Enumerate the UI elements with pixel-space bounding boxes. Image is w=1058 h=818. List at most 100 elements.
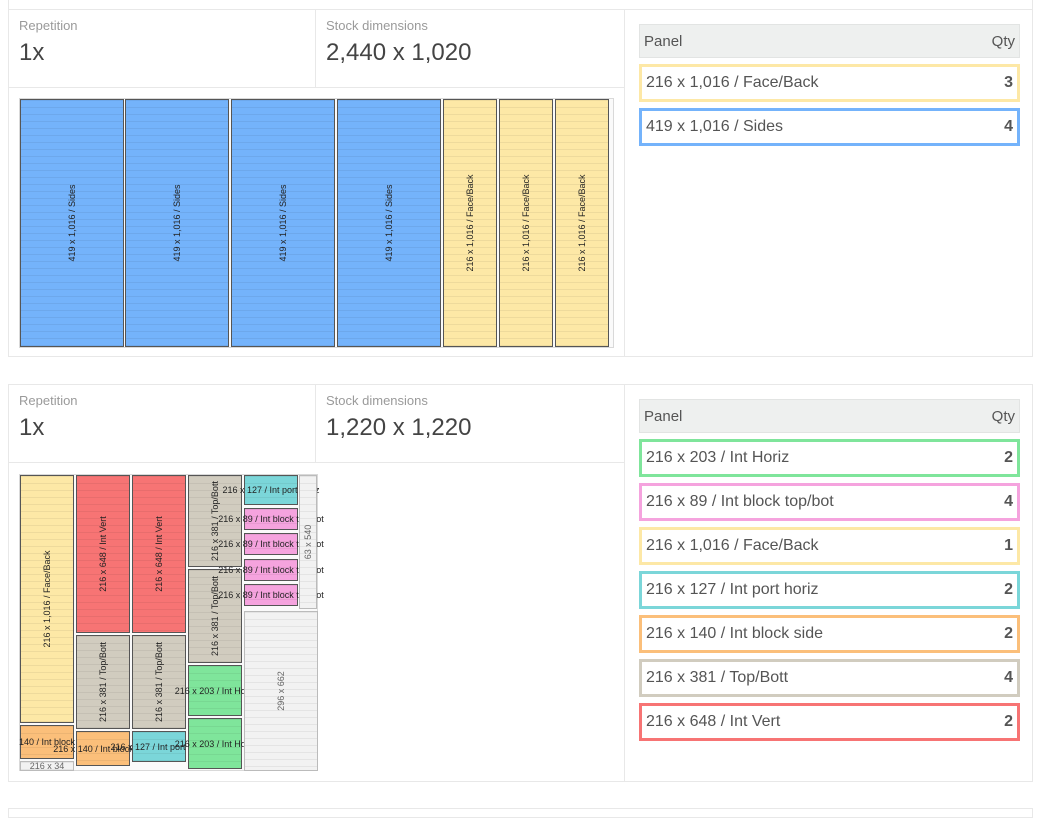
diagram-piece-int-port-horiz[interactable]: 216 x 127 / Int port horiz xyxy=(222,475,320,505)
panel-row[interactable]: 216 x 648 / Int Vert 2 xyxy=(639,703,1020,741)
panel-row-qty: 4 xyxy=(1004,118,1013,135)
diagram-waste-piece: 216 x 34 xyxy=(20,761,74,771)
panel-row-qty: 4 xyxy=(1004,669,1013,686)
piece-label: 216 x 1,016 / Face/Back xyxy=(465,174,475,272)
diagram-piece-int-horiz[interactable]: 216 x 203 / Int Horiz xyxy=(175,718,255,769)
diagram-piece-face-back[interactable]: 216 x 1,016 / Face/Back xyxy=(499,99,553,347)
diagram-piece-int-vert[interactable]: 216 x 648 / Int Vert xyxy=(76,475,130,633)
diagram-piece-face-back[interactable]: 216 x 1,016 / Face/Back xyxy=(555,99,609,347)
repetition-value: 1x xyxy=(19,39,45,66)
repetition-label: Repetition xyxy=(19,393,78,408)
panel-table: Panel Qty 216 x 1,016 / Face/Back 3 419 … xyxy=(639,24,1020,146)
piece-label: 216 x 34 xyxy=(29,761,65,771)
panel-row[interactable]: 216 x 1,016 / Face/Back 1 xyxy=(639,527,1020,565)
panel-row-qty: 2 xyxy=(1004,713,1013,730)
panel-row-label: 216 x 1,016 / Face/Back xyxy=(646,537,819,554)
panel-row[interactable]: 216 x 127 / Int port horiz 2 xyxy=(639,571,1020,609)
piece-label: 216 x 381 / Top/Bott xyxy=(154,642,164,722)
stock-dimensions-value: 1,220 x 1,220 xyxy=(326,414,472,441)
stock-dimensions-label: Stock dimensions xyxy=(326,18,428,33)
panel-row[interactable]: 216 x 203 / Int Horiz 2 xyxy=(639,439,1020,477)
next-card-edge xyxy=(8,808,1033,818)
piece-label: 419 x 1,016 / Sides xyxy=(67,184,77,262)
diagram-piece-sides[interactable]: 419 x 1,016 / Sides xyxy=(125,99,229,347)
piece-label: 216 x 89 / Int block top/bot xyxy=(218,539,324,549)
panel-row-qty: 4 xyxy=(1004,493,1013,510)
piece-label: 419 x 1,016 / Sides xyxy=(278,184,288,262)
panel-row-label: 216 x 89 / Int block top/bot xyxy=(646,493,834,510)
diagram-piece-int-vert[interactable]: 216 x 648 / Int Vert xyxy=(132,475,186,633)
panel-row-qty: 3 xyxy=(1004,74,1013,91)
piece-label: 216 x 89 / Int block top/bot xyxy=(218,565,324,575)
repetition-box: Repetition 1x xyxy=(9,385,316,463)
piece-label: 216 x 203 / Int Horiz xyxy=(174,738,256,749)
diagram-piece-top-bott[interactable]: 216 x 381 / Top/Bott xyxy=(76,635,130,729)
piece-label: 216 x 1,016 / Face/Back xyxy=(42,550,52,648)
piece-label: 216 x 89 / Int block top/bot xyxy=(218,514,324,524)
diagram-piece-int-block-top-bot[interactable]: 216 x 89 / Int block top/bot xyxy=(218,584,324,606)
piece-label: 296 x 662 xyxy=(276,671,286,711)
panel-table-header: Panel Qty xyxy=(639,399,1020,433)
piece-label: 216 x 140 / Int block side xyxy=(53,743,153,754)
diagram-waste-piece: 63 x 540 xyxy=(299,475,317,609)
diagram-piece-int-block-top-bot[interactable]: 216 x 89 / Int block top/bot xyxy=(218,533,324,555)
panel-summary: Panel Qty 216 x 203 / Int Horiz 2 216 x … xyxy=(624,385,1033,781)
diagram-piece-sides[interactable]: 419 x 1,016 / Sides xyxy=(337,99,441,347)
piece-label: 216 x 127 / Int port horiz xyxy=(222,485,320,495)
diagram-piece-int-block-top-bot[interactable]: 216 x 89 / Int block top/bot xyxy=(218,559,324,581)
diagram-piece-face-back[interactable]: 216 x 1,016 / Face/Back xyxy=(20,475,74,723)
diagram-piece-int-block-top-bot[interactable]: 216 x 89 / Int block top/bot xyxy=(218,508,324,530)
piece-label: 216 x 1,016 / Face/Back xyxy=(577,174,587,272)
repetition-box: Repetition 1x xyxy=(9,10,316,88)
qty-column-header: Qty xyxy=(991,32,1015,50)
diagram-piece-int-block-side[interactable]: 140 / Int block xyxy=(18,725,76,759)
diagram-piece-sides[interactable]: 419 x 1,016 / Sides xyxy=(231,99,335,347)
cutting-diagram: 419 x 1,016 / Sides 419 x 1,016 / Sides … xyxy=(19,98,614,348)
panel-column-header: Panel xyxy=(644,407,683,425)
piece-label: 216 x 1,016 / Face/Back xyxy=(521,174,531,272)
piece-label: 63 x 540 xyxy=(303,524,313,560)
piece-label: 216 x 203 / Int Horiz xyxy=(174,685,256,696)
panel-row-label: 216 x 381 / Top/Bott xyxy=(646,669,789,686)
diagram-piece-int-port-horiz[interactable]: 216 x 127 / Int port horiz xyxy=(110,731,208,762)
diagram-piece-top-bott[interactable]: 216 x 381 / Top/Bott xyxy=(188,569,242,663)
diagram-piece-int-horiz[interactable]: 216 x 203 / Int Horiz xyxy=(175,665,255,716)
repetition-label: Repetition xyxy=(19,18,78,33)
piece-label: 419 x 1,016 / Sides xyxy=(172,184,182,262)
piece-label: 216 x 648 / Int Vert xyxy=(98,516,108,592)
stock-sheet: 419 x 1,016 / Sides 419 x 1,016 / Sides … xyxy=(19,98,614,348)
panel-column-header: Panel xyxy=(644,32,683,50)
panel-row-label: 216 x 203 / Int Horiz xyxy=(646,449,790,466)
piece-label: 419 x 1,016 / Sides xyxy=(384,184,394,262)
panel-row[interactable]: 216 x 1,016 / Face/Back 3 xyxy=(639,64,1020,102)
panel-row-label: 419 x 1,016 / Sides xyxy=(646,118,783,135)
qty-column-header: Qty xyxy=(991,407,1015,425)
cutting-sheet-card-2: Repetition 1x Stock dimensions 1,220 x 1… xyxy=(8,384,1033,782)
panel-row-qty: 2 xyxy=(1004,581,1013,598)
panel-row[interactable]: 216 x 381 / Top/Bott 4 xyxy=(639,659,1020,697)
diagram-piece-int-block-side[interactable]: 216 x 140 / Int block side xyxy=(53,731,153,766)
panel-row-qty: 2 xyxy=(1004,449,1013,466)
piece-label: 216 x 89 / Int block top/bot xyxy=(218,590,324,600)
diagram-piece-top-bott[interactable]: 216 x 381 / Top/Bott xyxy=(188,475,242,567)
panel-row[interactable]: 216 x 140 / Int block side 2 xyxy=(639,615,1020,653)
piece-label: 216 x 381 / Top/Bott xyxy=(98,642,108,722)
panel-row-qty: 2 xyxy=(1004,625,1013,642)
panel-row-label: 216 x 648 / Int Vert xyxy=(646,713,781,730)
diagram-waste-piece: 296 x 662 xyxy=(244,611,318,771)
piece-label: 140 / Int block xyxy=(18,737,76,747)
panel-row[interactable]: 419 x 1,016 / Sides 4 xyxy=(639,108,1020,146)
cutting-sheet-card-1: Repetition 1x Stock dimensions 2,440 x 1… xyxy=(8,9,1033,357)
panel-row-label: 216 x 140 / Int block side xyxy=(646,625,823,642)
diagram-piece-sides[interactable]: 419 x 1,016 / Sides xyxy=(20,99,124,347)
panel-row[interactable]: 216 x 89 / Int block top/bot 4 xyxy=(639,483,1020,521)
stock-dimensions-label: Stock dimensions xyxy=(326,393,428,408)
piece-label: 216 x 648 / Int Vert xyxy=(154,516,164,592)
panel-row-qty: 1 xyxy=(1004,537,1013,554)
panel-row-label: 216 x 127 / Int port horiz xyxy=(646,581,819,598)
diagram-piece-top-bott[interactable]: 216 x 381 / Top/Bott xyxy=(132,635,186,729)
diagram-piece-face-back[interactable]: 216 x 1,016 / Face/Back xyxy=(443,99,497,347)
piece-label: 216 x 381 / Top/Bott xyxy=(210,576,220,656)
stock-dimensions-box: Stock dimensions 1,220 x 1,220 xyxy=(316,385,624,463)
panel-summary: Panel Qty 216 x 1,016 / Face/Back 3 419 … xyxy=(624,10,1033,356)
